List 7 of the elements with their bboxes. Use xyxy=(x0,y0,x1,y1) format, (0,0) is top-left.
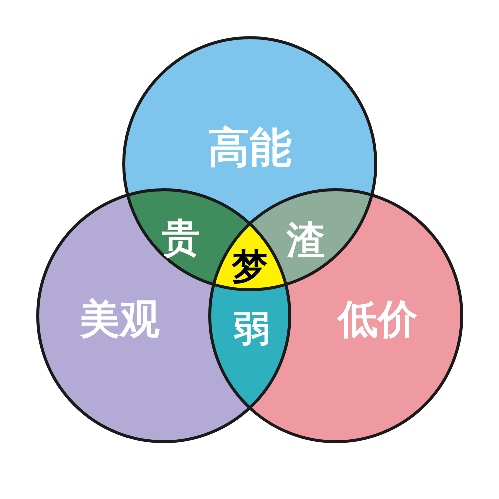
region-label: 梦 xyxy=(232,250,268,286)
region-label: 低价 xyxy=(338,300,418,340)
region-label: 渣 xyxy=(287,221,325,259)
region-label: 高能 xyxy=(208,127,292,169)
region-label: 弱 xyxy=(234,312,270,348)
region-label: 美观 xyxy=(80,300,160,340)
region-label: 贵 xyxy=(162,219,200,257)
